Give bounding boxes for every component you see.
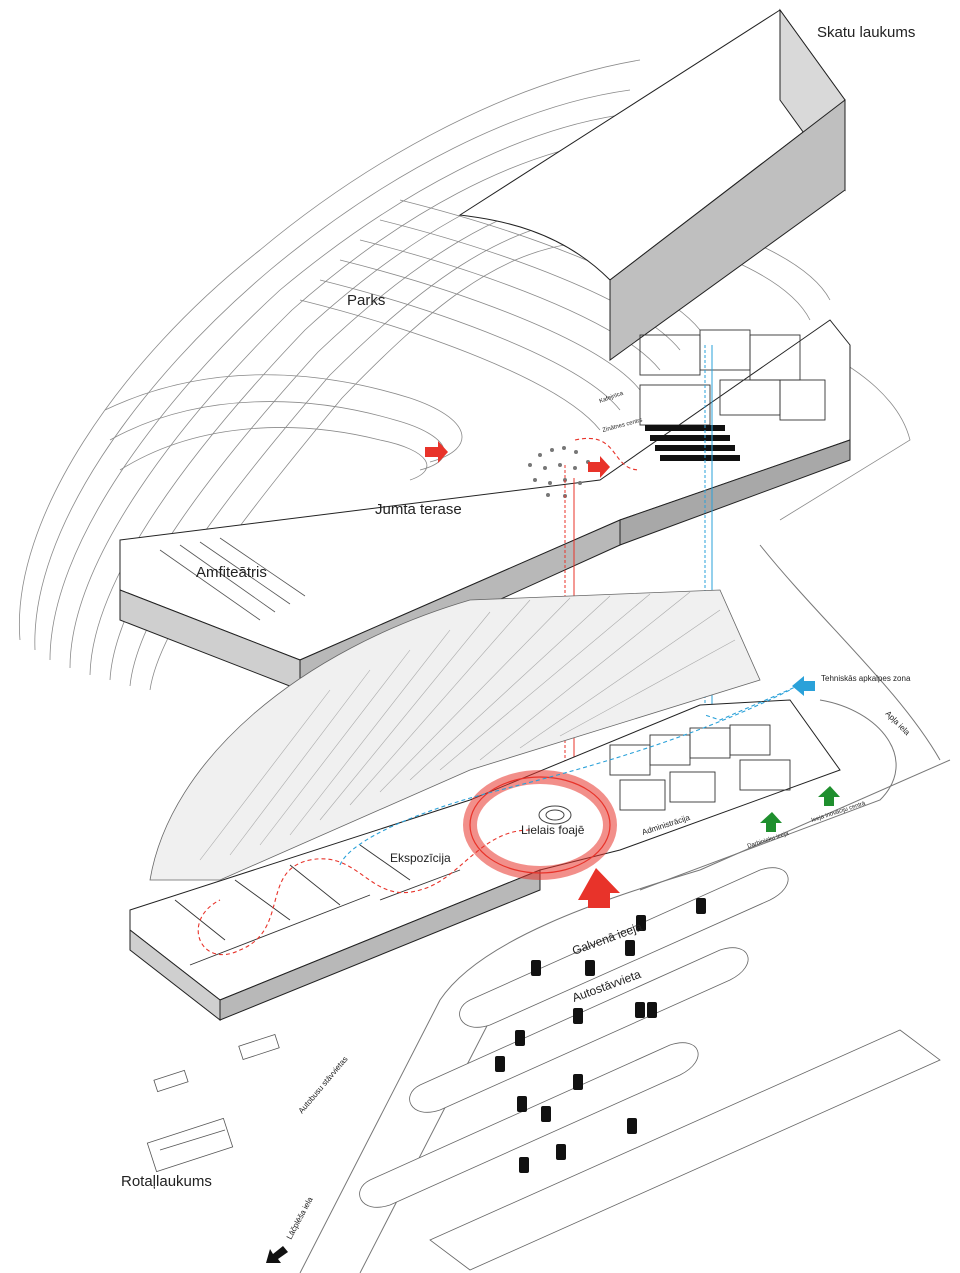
rotalaukums-label: Rotaļlaukums (121, 1173, 212, 1190)
car-icon (696, 898, 706, 914)
arrow-right-red-icon (588, 456, 610, 478)
technical-circulation-path (339, 684, 801, 866)
amphitheatre-steps (159, 537, 306, 621)
arrow-left-blue-icon (792, 676, 815, 696)
bus-parking-and-playground (146, 1033, 280, 1173)
car-icon (531, 960, 541, 976)
car-icon (573, 1008, 583, 1024)
arrow-up-big-red-icon (578, 868, 620, 908)
car-icon (573, 1074, 583, 1090)
tehniskas-zona-label: Tehniskās apkalpes zona (821, 674, 911, 683)
parked-cars (495, 898, 706, 1173)
car-icon (635, 1002, 645, 1018)
jumta-terase-label: Jumta terase (375, 501, 462, 518)
arrow-right-red-icon (425, 441, 448, 463)
ground-rooms (174, 724, 791, 966)
car-icon (517, 1096, 527, 1112)
darbinieku-ieeja-label: Darbinieku ieeja (747, 831, 790, 850)
car-icon (627, 1118, 637, 1134)
lacplesa-iela-label: Lāčplēša iela (285, 1195, 315, 1241)
ekspozicija-label: Ekspozīcija (390, 851, 451, 865)
zinatnes-centrs-label: Zinātnes centrs (602, 418, 643, 434)
parks-label: Parks (347, 292, 385, 309)
arrow-up-green-icon (760, 812, 782, 832)
viewing-platform-ramp (458, 8, 846, 361)
ground-roof-hatch (149, 589, 761, 881)
car-icon (515, 1030, 525, 1046)
autobusu-stavvietas-label: Autobusu stāvvietas (297, 1055, 350, 1116)
auditorium-seating (645, 425, 740, 461)
car-icon (519, 1157, 529, 1173)
car-icon (541, 1106, 551, 1122)
parking-areas (359, 867, 941, 1271)
lielais-foaje-label: Lielais foajē (521, 823, 585, 837)
amfiteatris-label: Amfiteātris (196, 564, 267, 581)
car-icon (636, 915, 646, 931)
car-icon (625, 940, 635, 956)
car-icon (556, 1144, 566, 1160)
arrow-up-green-icon (818, 786, 840, 806)
car-icon (585, 960, 595, 976)
grand-foyer-ring (463, 770, 617, 880)
ieeja-centra-label: Ieeja inovāciju centrā (811, 801, 867, 824)
arrow-down-left-black-icon (266, 1246, 288, 1263)
car-icon (647, 1002, 657, 1018)
skatu-laukums-label: Skatu laukums (817, 24, 915, 41)
car-icon (495, 1056, 505, 1072)
arrows (266, 441, 840, 1263)
exhibition-circulation-path (197, 437, 641, 956)
